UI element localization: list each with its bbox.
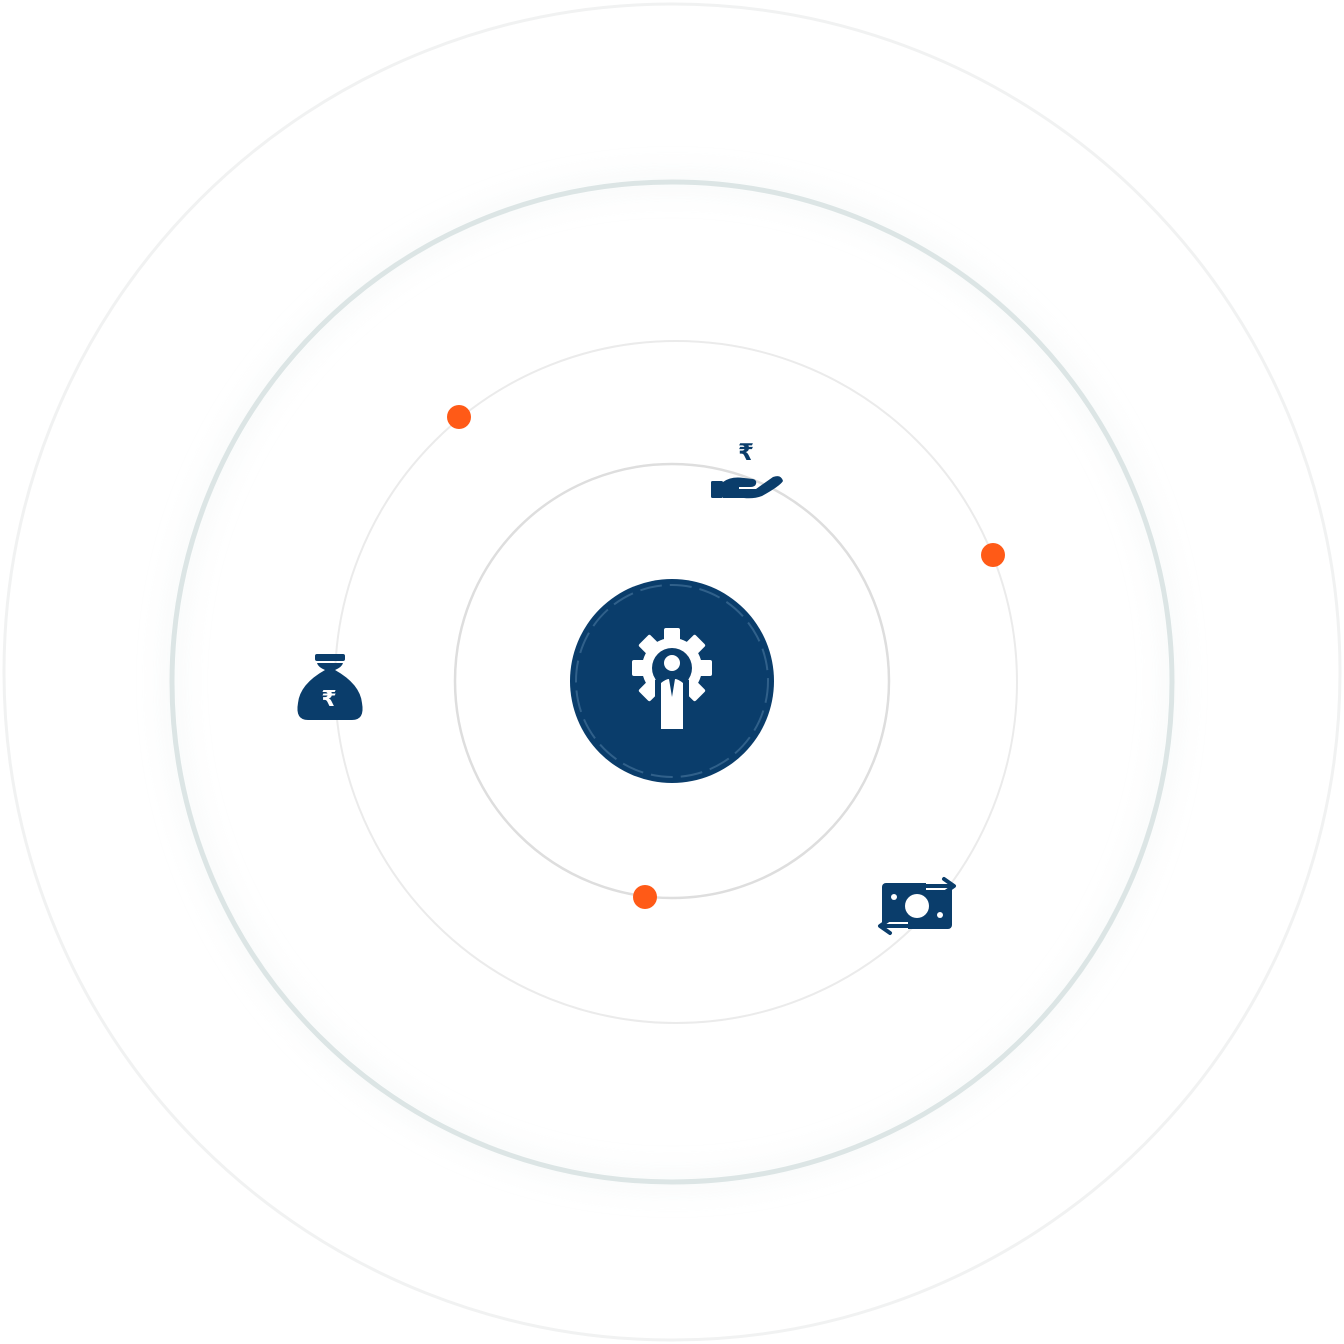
orbit-dot [981,543,1005,567]
person-gear-icon [632,628,712,729]
main-ring [169,179,1175,1185]
center-badge [570,579,774,783]
money-exchange-icon [878,877,956,935]
svg-text:₹: ₹ [738,440,754,466]
hand-rupee-icon: ₹ [711,440,783,499]
inner-ring [453,462,891,900]
orbit-dot [447,405,471,429]
money-bag-rupee-icon: ₹ [297,654,363,720]
orbit-dot [633,885,657,909]
svg-text:₹: ₹ [321,687,336,712]
